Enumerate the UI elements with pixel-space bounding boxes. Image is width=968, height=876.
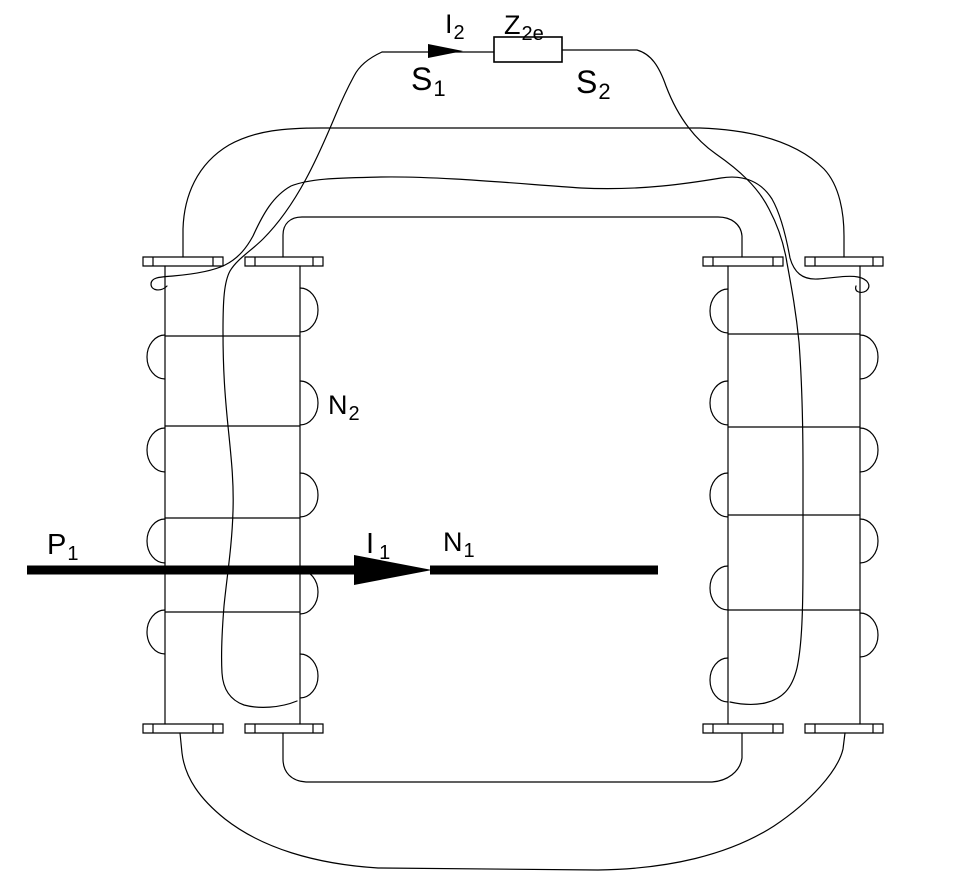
- right-winding-turn-lines: [727, 333, 861, 611]
- secondary-current-arrow-icon: [428, 44, 463, 58]
- left-winding-top-flange: [142, 256, 324, 267]
- right-winding-loops-right: [859, 334, 879, 658]
- right-winding-top-flange: [702, 256, 884, 267]
- outer-top-wire: [182, 127, 845, 258]
- label-p1: P1: [47, 529, 78, 565]
- label-s2: S2: [576, 64, 611, 104]
- right-winding-bottom-flange: [702, 723, 884, 734]
- top-link-wires: [150, 127, 870, 293]
- left-winding-bottom-flange: [142, 723, 324, 734]
- primary-conductor: [27, 555, 658, 585]
- outer-bottom-wire: [179, 732, 846, 871]
- right-winding-loops-left: [709, 288, 729, 703]
- left-winding: [142, 256, 324, 734]
- label-i2: I2: [445, 9, 465, 44]
- right-winding: [702, 256, 884, 734]
- label-z2e: Z2e: [504, 10, 544, 45]
- left-winding-loops-right: [299, 287, 319, 699]
- s2-lead-wire: [561, 49, 804, 706]
- middle-top-wire: [150, 176, 870, 293]
- label-n2: N2: [328, 390, 360, 425]
- label-n1: N1: [443, 527, 475, 562]
- s1-lead-wire: [221, 51, 383, 708]
- inner-top-wire: [282, 216, 743, 258]
- label-s1: S1: [411, 61, 446, 101]
- left-winding-turn-lines: [164, 335, 301, 613]
- inner-bottom-wire: [282, 732, 743, 783]
- left-winding-body: [164, 265, 301, 725]
- bottom-link-wires: [179, 732, 846, 871]
- secondary-circuit: [221, 36, 804, 708]
- primary-current-arrow-icon: [354, 555, 432, 585]
- left-winding-loops-left: [146, 334, 166, 655]
- right-winding-body: [727, 265, 861, 725]
